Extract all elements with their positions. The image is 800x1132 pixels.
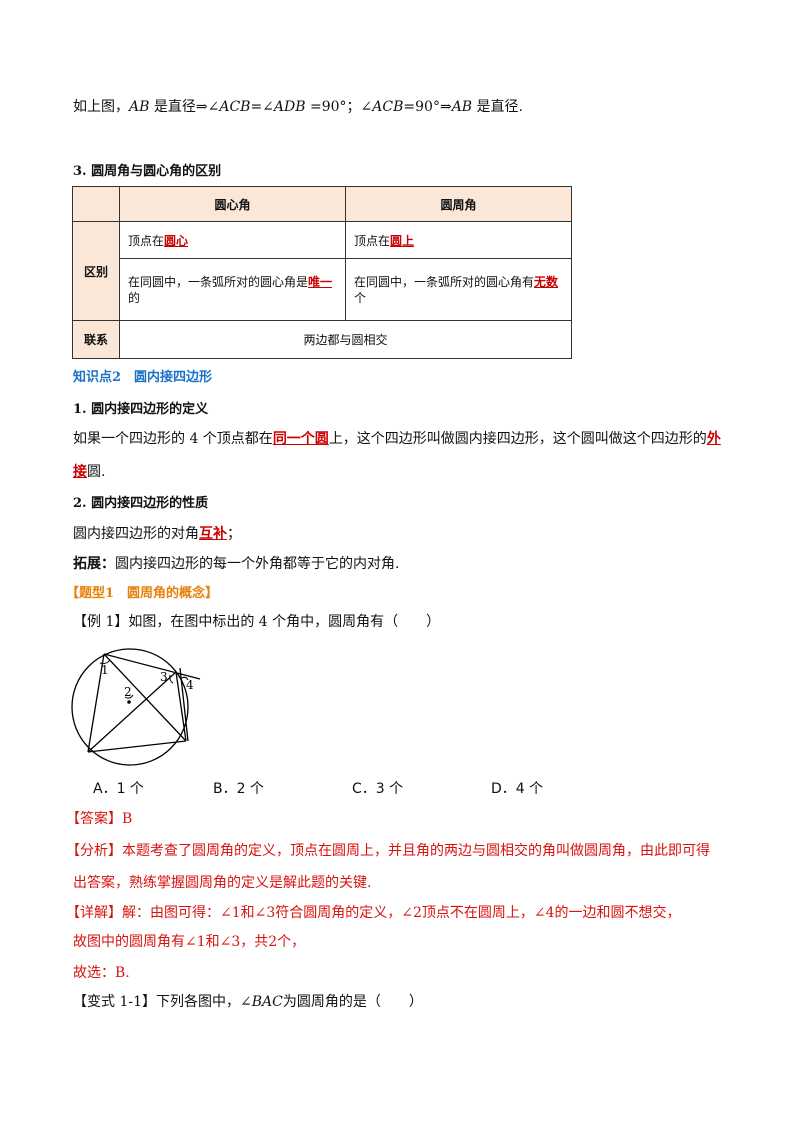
angle-label-3: 3 xyxy=(160,670,168,684)
extension-label: 拓展： xyxy=(73,556,115,572)
cell-text: 在同圆中，一条弧所对的圆心角有 xyxy=(354,274,535,289)
option-b[interactable]: B．2 个 xyxy=(213,781,264,797)
var-acb: ACB xyxy=(219,99,251,115)
detail-line-3: 故选：B. xyxy=(73,965,130,981)
answer-highlight: 外 xyxy=(706,431,721,447)
definition-text: 如果一个四边形的 4 个顶点都在 xyxy=(73,431,273,447)
variant-text: 为圆周角的是（ ） xyxy=(282,994,423,1010)
comparison-table: 圆心角 圆周角 区别 顶点在圆心 顶点在圆上 在同圆中，一条弧所对的圆心角是唯一… xyxy=(72,186,572,359)
answer-highlight: 圆心 xyxy=(164,233,189,248)
cell-text: 在同圆中，一条弧所对的圆心角是 xyxy=(128,274,309,289)
table-cell: 在同圆中，一条弧所对的圆心角是唯一的 xyxy=(119,258,346,321)
property-text: 圆内接四边形的对角 xyxy=(73,526,199,542)
table-cell: 顶点在圆上 xyxy=(345,221,572,259)
intro-text: 如上图， xyxy=(73,99,129,115)
circle-angles-figure: 1 2 3 4 xyxy=(71,648,201,766)
cell-text: 顶点在 xyxy=(354,233,391,248)
option-a[interactable]: A．1 个 xyxy=(93,781,144,797)
table-header-central-angle: 圆心角 xyxy=(119,186,346,222)
row-label-difference: 区别 xyxy=(72,221,120,321)
row-label-connection: 联系 xyxy=(72,320,120,359)
intro-text: =∠ xyxy=(250,99,274,115)
answer-highlight: 唯一 xyxy=(308,274,333,289)
option-d[interactable]: D．4 个 xyxy=(491,781,544,797)
answer-highlight: 接 xyxy=(73,464,87,480)
cell-text: 个 xyxy=(354,290,367,305)
segment xyxy=(87,653,105,753)
intro-text: 是直径. xyxy=(472,99,523,115)
segment xyxy=(87,671,177,753)
definition-heading: 1. 圆内接四边形的定义 xyxy=(73,402,209,417)
angle-label-2: 2 xyxy=(124,685,132,699)
angle-label-1: 1 xyxy=(101,663,109,677)
analysis-line-1: 【分析】本题考查了圆周角的定义，顶点在圆周上，并且角的两边与圆相交的角叫做圆周角… xyxy=(66,843,710,859)
answer-highlight: 圆上 xyxy=(390,233,415,248)
knowledge-point-2-heading: 知识点2 圆内接四边形 xyxy=(73,370,213,385)
intro-text: =90°⇒ xyxy=(403,99,452,115)
circle-outline xyxy=(71,648,189,766)
angle-arc-1 xyxy=(99,659,111,665)
variant-text: 【变式 1-1】下列各图中，∠ xyxy=(73,994,252,1010)
angle-arc-4 xyxy=(181,676,189,681)
question-type-1-heading: 【题型1 圆周角的概念】 xyxy=(66,586,219,601)
table-corner xyxy=(72,186,120,222)
extension-line: 拓展：圆内接四边形的每一个外角都等于它的内对角. xyxy=(73,553,399,573)
answer-line: 【答案】B xyxy=(66,811,133,827)
detail-line-2: 故图中的圆周角有∠1和∠3，共2个， xyxy=(73,934,306,950)
cell-text: 顶点在 xyxy=(128,233,165,248)
intro-text: 是直径⇒∠ xyxy=(149,99,220,115)
center-point xyxy=(127,700,131,704)
variant-1-1-question: 【变式 1-1】下列各图中，∠BAC为圆周角的是（ ） xyxy=(73,991,423,1011)
segment xyxy=(179,667,189,742)
segment xyxy=(175,671,187,742)
property-heading: 2. 圆内接四边形的性质 xyxy=(73,496,209,511)
extension-text: 圆内接四边形的每一个外角都等于它的内对角. xyxy=(115,556,400,572)
var-adb: ADB xyxy=(273,99,306,115)
analysis-line-2: 出答案，熟练掌握圆周角的定义是解此题的关键. xyxy=(73,875,372,891)
angle-arc-2 xyxy=(124,694,134,699)
segment xyxy=(103,653,187,742)
segment xyxy=(103,653,201,680)
section-3-heading: 3. 圆周角与圆心角的区别 xyxy=(73,164,222,179)
var-ab: AB xyxy=(451,99,473,115)
segment xyxy=(87,740,187,753)
intro-line: 如上图，AB 是直径⇒∠ACB=∠ADB =90°；∠ACB=90°⇒AB 是直… xyxy=(73,96,523,116)
definition-text: 上，这个四边形叫做圆内接四边形，这个圆叫做这个四边形的 xyxy=(328,431,707,447)
example-1-question: 【例 1】如图，在图中标出的 4 个角中，圆周角有（ ） xyxy=(73,614,441,630)
angle-arc-3 xyxy=(169,674,174,684)
table-cell-connection: 两边都与圆相交 xyxy=(119,320,572,359)
answer-highlight: 互补 xyxy=(199,526,227,542)
table-cell: 在同圆中，一条弧所对的圆心角有无数个 xyxy=(345,258,572,321)
angle-label-4: 4 xyxy=(186,678,194,692)
definition-text: 圆. xyxy=(87,464,106,480)
cell-text: 的 xyxy=(128,290,141,305)
option-c[interactable]: C．3 个 xyxy=(352,781,404,797)
property-text: ； xyxy=(227,526,241,542)
answer-highlight: 同一个圆 xyxy=(272,431,329,447)
detail-line-1: 【详解】解：由图可得：∠1和∠3符合圆周角的定义，∠2顶点不在圆周上，∠4的一边… xyxy=(66,905,681,921)
property-line: 圆内接四边形的对角互补； xyxy=(73,523,241,543)
table-header-inscribed-angle: 圆周角 xyxy=(345,186,572,222)
intro-text: =90°；∠ xyxy=(305,99,373,115)
var-ab: AB xyxy=(129,99,150,115)
answer-highlight: 无数 xyxy=(534,274,559,289)
definition-line-2: 接圆. xyxy=(73,461,105,481)
table-cell: 顶点在圆心 xyxy=(119,221,346,259)
var-acb: ACB xyxy=(372,99,404,115)
var-bac: BAC xyxy=(251,994,283,1010)
definition-line-1: 如果一个四边形的 4 个顶点都在同一个圆上，这个四边形叫做圆内接四边形，这个圆叫… xyxy=(73,428,721,448)
